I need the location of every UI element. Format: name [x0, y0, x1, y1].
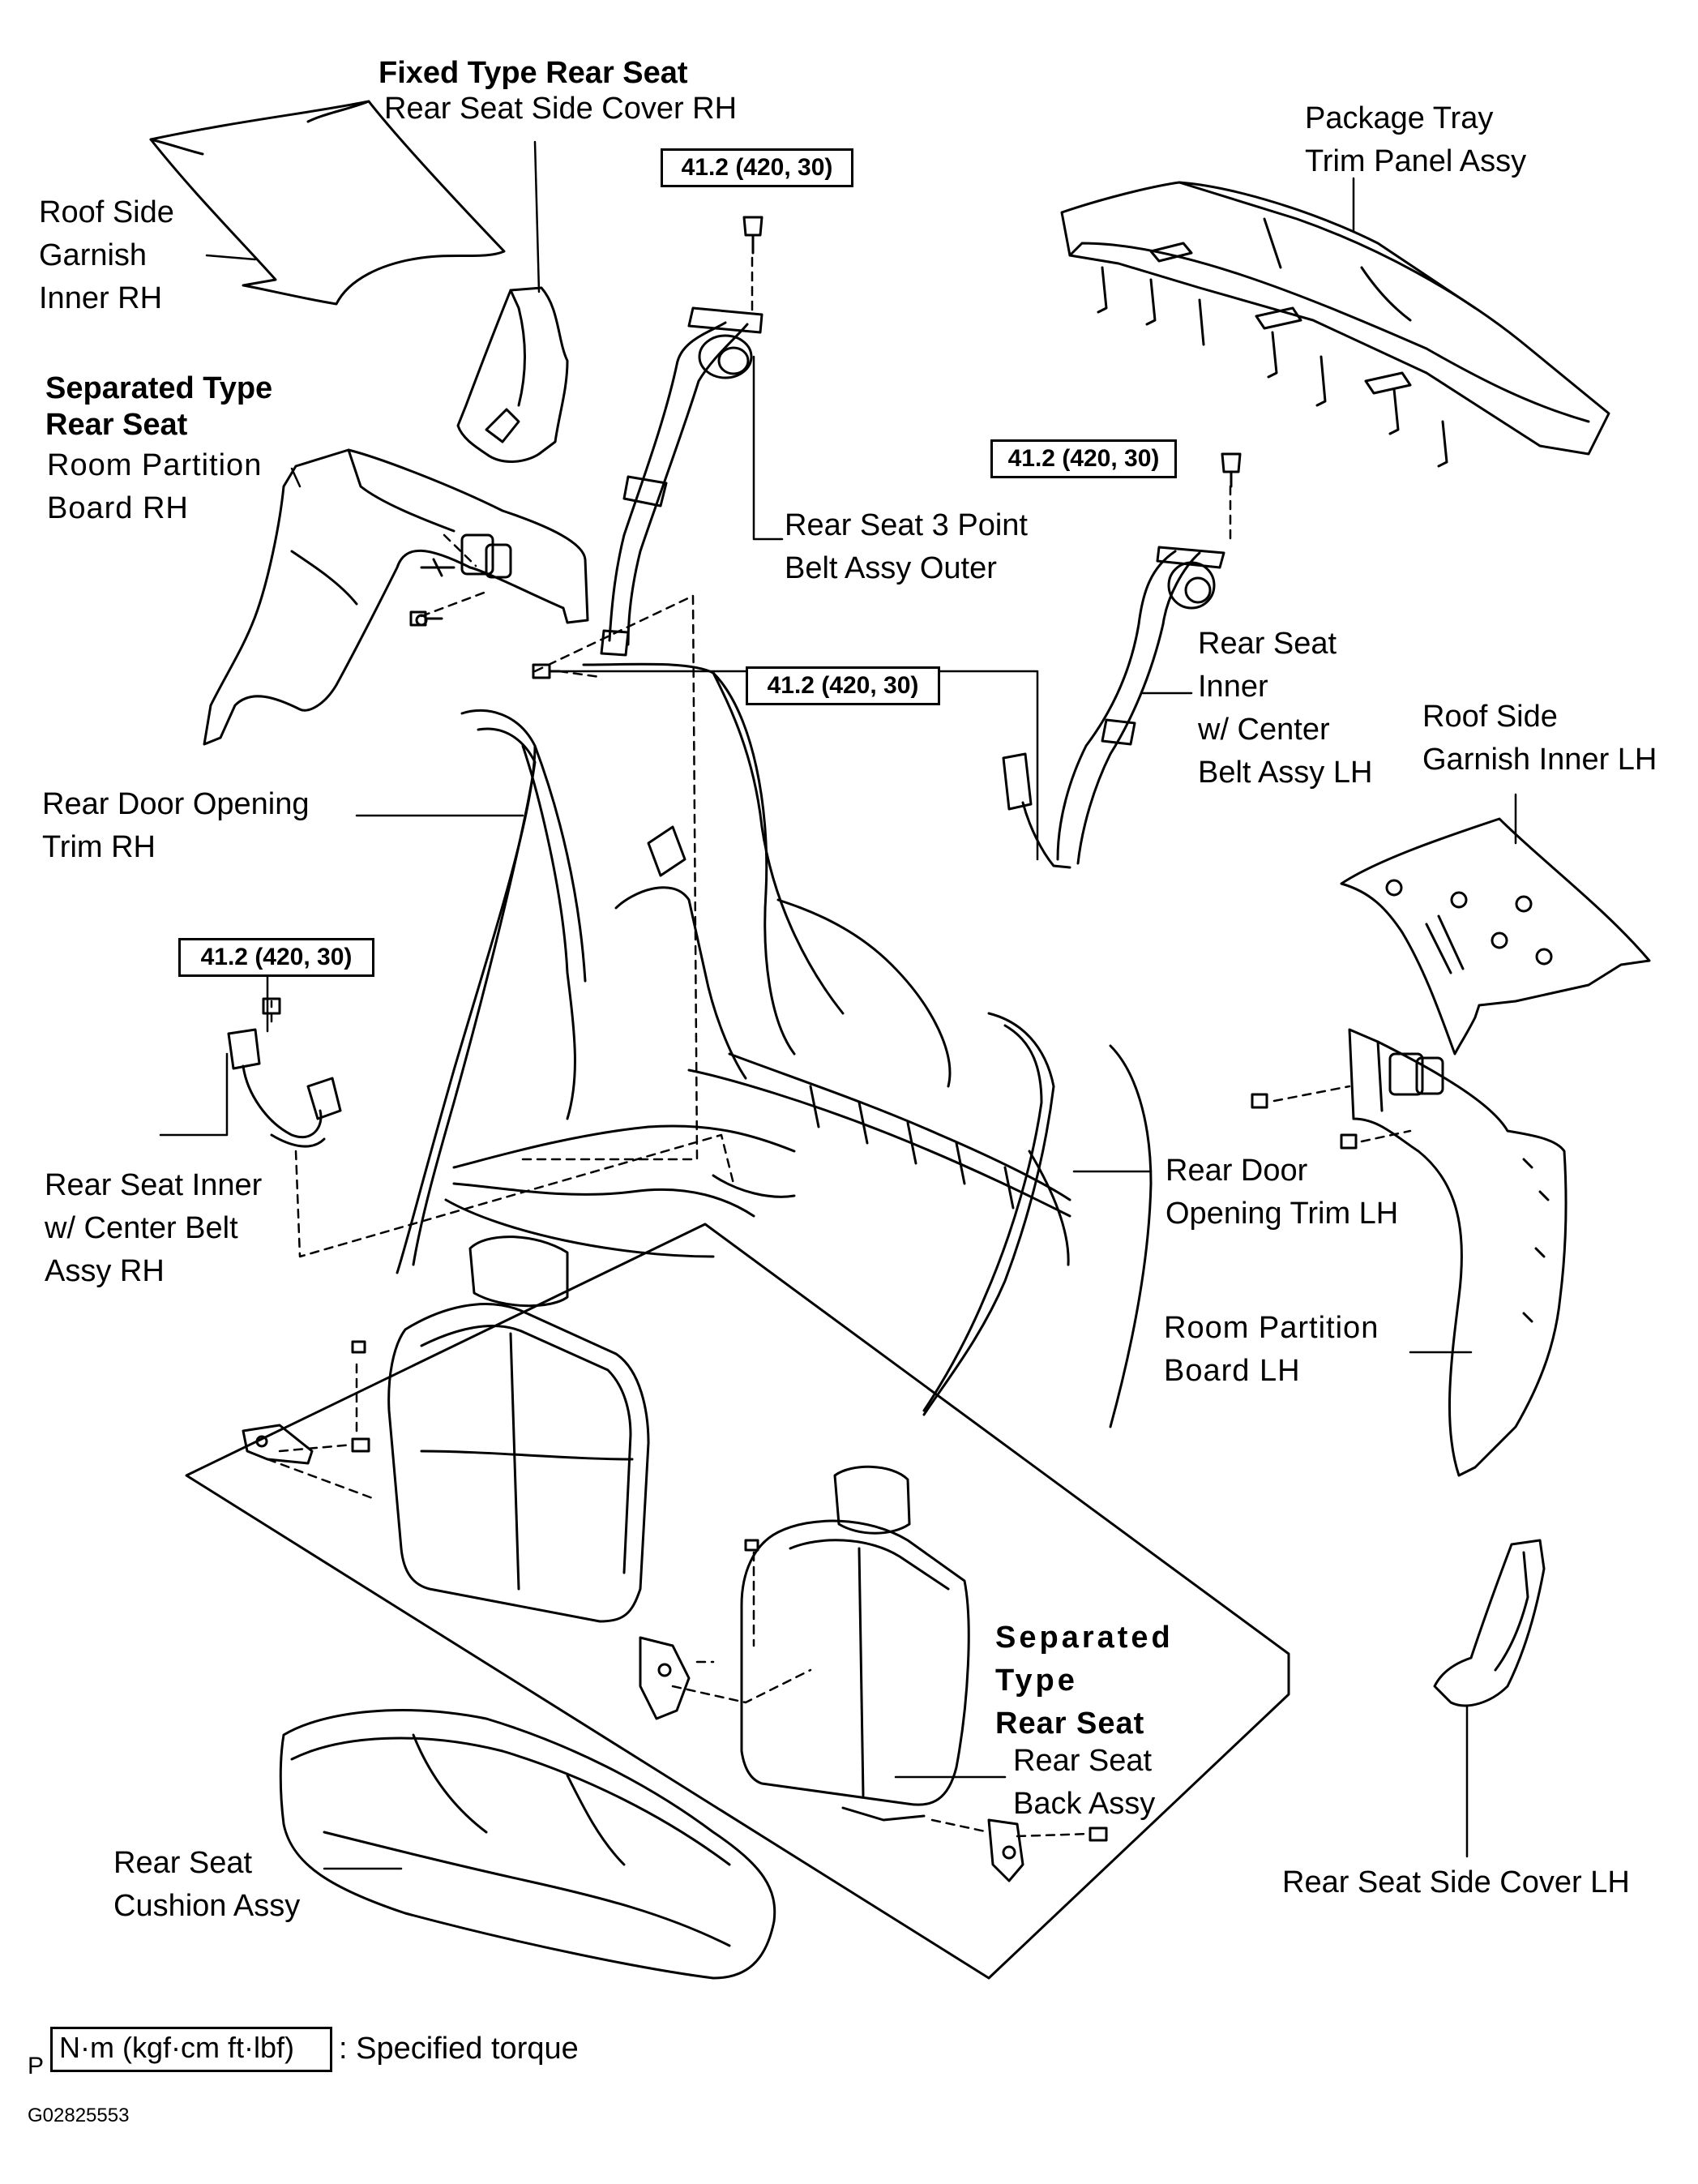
label-line: Separated Type	[45, 371, 273, 405]
torque-spec-center-belt-lh: 41.2 (420, 30)	[990, 439, 1177, 478]
label-line: Rear Seat	[1198, 627, 1337, 661]
label-rear-door-opening-trim-rh: Rear Door Opening Trim RH	[42, 783, 310, 869]
rear-seat-side-cover-lh-drawing	[1435, 1540, 1544, 1706]
label-line: Back Assy	[1013, 1787, 1156, 1821]
label-line: Assy RH	[45, 1254, 165, 1288]
legend-torque-unit: N·m (kgf·cm ft·lbf)	[50, 2027, 332, 2072]
label-line: Belt Assy LH	[1198, 756, 1373, 790]
torque-spec-center-belt-rh: 41.2 (420, 30)	[178, 938, 374, 977]
room-partition-board-rh-drawing	[204, 450, 588, 744]
dashed-assembly-lines	[267, 535, 1410, 1836]
label-line: w/ Center	[1198, 713, 1330, 747]
package-tray-trim-panel-drawing	[1062, 182, 1609, 466]
label-separated-type-rear-seat-top: Separated Type Rear Seat	[45, 367, 272, 447]
rear-seat-cushion-drawing	[280, 1711, 774, 1978]
label-line: Package Tray	[1305, 101, 1494, 135]
leader-lines	[160, 142, 1516, 1869]
label-line: Rear Seat	[995, 1707, 1145, 1741]
platform-outline	[186, 1224, 1289, 1978]
legend-description: : Specified torque	[339, 2032, 579, 2066]
label-rear-seat-back-assy: Rear Seat Back Assy	[1013, 1740, 1155, 1826]
label-line: Board RH	[47, 491, 189, 525]
label-rear-seat-cushion-assy: Rear Seat Cushion Assy	[113, 1842, 300, 1928]
label-rear-seat-side-cover-rh: Rear Seat Side Cover RH	[384, 92, 738, 126]
label-line: Roof Side	[1422, 700, 1558, 734]
rear-seat-back-fixed-drawing	[389, 1237, 648, 1621]
seat-hinges-drawing	[243, 1342, 1106, 1881]
rear-seat-side-cover-rh-drawing	[458, 288, 567, 461]
label-rear-seat-side-cover-lh: Rear Seat Side Cover LH	[1282, 1865, 1630, 1899]
label-rear-seat-3point-belt-outer: Rear Seat 3 Point Belt Assy Outer	[785, 504, 1028, 590]
label-room-partition-board-rh: Room Partition Board RH	[47, 444, 262, 530]
label-line: Room Partition	[47, 448, 263, 482]
label-room-partition-board-lh: Room Partition Board LH	[1164, 1307, 1379, 1393]
label-fixed-type-rear-seat: Fixed Type Rear Seat	[379, 56, 688, 90]
label-line: Separated	[995, 1621, 1174, 1655]
legend-prefix: P	[28, 2053, 45, 2079]
label-line: Garnish	[39, 238, 148, 272]
label-line: Inner	[1198, 670, 1268, 704]
label-roof-side-garnish-rh: Roof Side Garnish Inner RH	[39, 191, 174, 320]
label-line: Trim RH	[42, 830, 156, 864]
label-line: Roof Side	[39, 195, 174, 229]
rear-seat-center-belt-lh-drawing	[1003, 454, 1240, 867]
label-line: Rear Seat 3 Point	[785, 508, 1028, 542]
label-line: Rear Seat	[1013, 1744, 1153, 1778]
label-package-tray-trim-panel: Package Tray Trim Panel Assy	[1305, 97, 1526, 183]
label-rear-door-opening-trim-lh: Rear Door Opening Trim LH	[1166, 1150, 1398, 1235]
label-line: Rear Door Opening	[42, 787, 310, 821]
torque-spec-belt-anchor: 41.2 (420, 30)	[746, 666, 940, 705]
label-line: Room Partition	[1164, 1311, 1379, 1345]
label-line: Belt Assy Outer	[785, 551, 997, 585]
rear-seat-3point-belt-outer-drawing	[601, 217, 762, 655]
label-line: Board LH	[1164, 1354, 1301, 1388]
label-line: w/ Center Belt	[45, 1211, 238, 1245]
figure-id: G02825553	[28, 2105, 130, 2126]
label-line: Rear Door	[1166, 1154, 1308, 1188]
label-rear-seat-center-belt-lh: Rear Seat Inner w/ Center Belt Assy LH	[1198, 623, 1372, 794]
body-shell-drawing	[397, 664, 1151, 1427]
label-line: Opening Trim LH	[1166, 1197, 1399, 1231]
label-rear-seat-center-belt-rh: Rear Seat Inner w/ Center Belt Assy RH	[45, 1164, 262, 1293]
torque-spec-outer-belt: 41.2 (420, 30)	[661, 148, 853, 187]
label-line: Trim Panel Assy	[1305, 144, 1527, 178]
roof-side-garnish-lh-drawing	[1341, 819, 1649, 1054]
label-line: Garnish Inner LH	[1422, 743, 1657, 777]
label-roof-side-garnish-lh: Roof Side Garnish Inner LH	[1422, 696, 1657, 782]
bolts-drawing	[263, 612, 1356, 1148]
label-line: Cushion Assy	[113, 1889, 301, 1923]
label-line: Rear Seat	[113, 1846, 253, 1880]
label-separated-type-rear-seat-bottom: Separated Type Rear Seat	[995, 1617, 1174, 1745]
label-line: Rear Seat	[45, 408, 188, 442]
label-line: Inner RH	[39, 281, 163, 315]
room-partition-board-lh-drawing	[1349, 1030, 1566, 1475]
rear-seat-center-belt-rh-drawing	[229, 1030, 340, 1146]
label-line: Type	[995, 1664, 1078, 1698]
rear-seat-back-assy-drawing	[742, 1467, 969, 1820]
label-line: Rear Seat Inner	[45, 1168, 263, 1202]
roof-side-garnish-rh-drawing	[151, 101, 504, 304]
